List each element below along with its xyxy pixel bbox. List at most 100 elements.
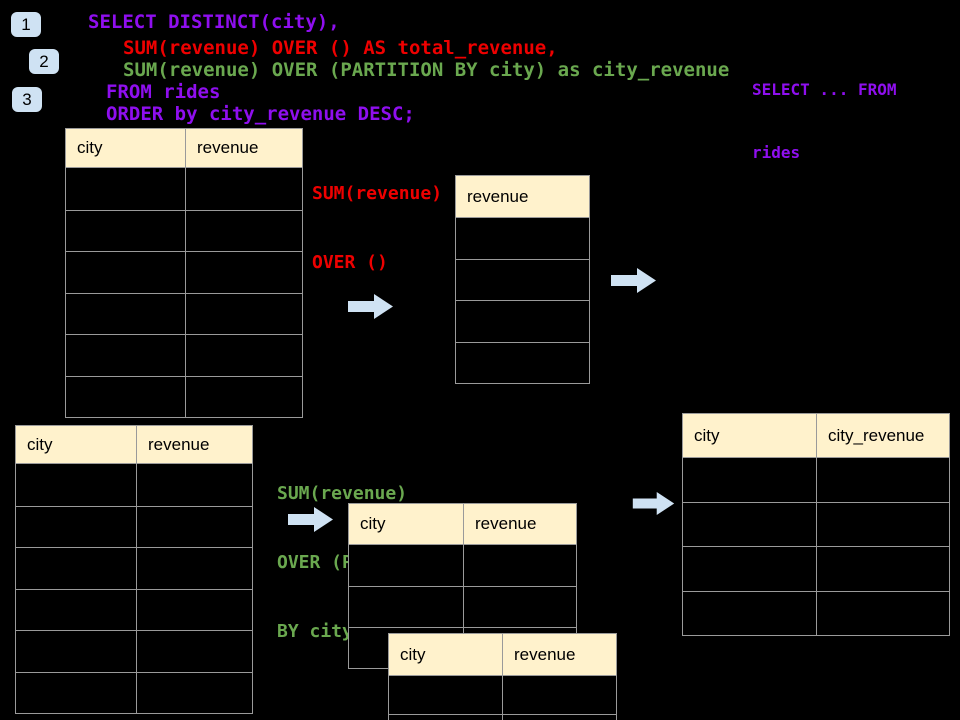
table-row [16, 464, 252, 506]
table-cell [137, 673, 252, 714]
table-row [66, 168, 302, 210]
table-cell [186, 211, 302, 252]
sql-line-order: ORDER by city_revenue DESC; [106, 103, 415, 125]
annotation-line: OVER () [312, 252, 388, 273]
table-cell [186, 294, 302, 335]
column-header-city: city [389, 634, 503, 675]
table-cell [16, 506, 137, 547]
step-badge-3: 3 [12, 87, 42, 112]
sql-line-total: SUM(revenue) OVER () AS total_revenue, [123, 37, 558, 59]
table-row [456, 218, 589, 259]
table-row [66, 251, 302, 293]
table-cell [16, 548, 137, 589]
table-row [16, 505, 252, 548]
annotation-from-rides: SELECT ... FROM rides [752, 37, 897, 205]
column-header-city: city [349, 504, 464, 544]
table-row [456, 259, 589, 300]
annotation-line: rides [752, 143, 801, 162]
table-cell [137, 507, 252, 548]
table-header-row: city revenue [389, 634, 616, 676]
column-header-city-revenue: city_revenue [828, 425, 925, 445]
column-header-city: city [66, 129, 186, 167]
table-header-row: city revenue [16, 426, 252, 464]
table-cell [503, 676, 616, 714]
table-row [683, 458, 949, 503]
table-row [456, 341, 589, 383]
table-cell [66, 210, 186, 251]
table-cell [456, 260, 589, 300]
table-cell [186, 335, 302, 376]
table-cell [683, 458, 817, 503]
sql-line-from: FROM rides [106, 81, 221, 103]
table-cell [683, 547, 817, 591]
table-cell [456, 343, 589, 383]
column-header-city: city [683, 414, 817, 457]
table-header-row: city city_revenue [683, 414, 949, 458]
table-cell [66, 168, 186, 210]
table-cell [186, 377, 302, 418]
column-header-city: city [16, 426, 137, 463]
table-row [349, 586, 576, 627]
table-row [389, 676, 616, 714]
table-row [389, 714, 616, 720]
table-cell [137, 590, 252, 631]
annotation-line: SUM(revenue) [277, 483, 408, 504]
annotation-total-revenue: SUM(revenue) OVER () [312, 136, 442, 320]
table-cell [683, 591, 817, 635]
table-cell [137, 548, 252, 589]
annotation-line: SELECT ... FROM [752, 80, 897, 99]
table-row [66, 292, 302, 335]
table-row [66, 334, 302, 376]
table-row [16, 547, 252, 589]
table-cell [817, 458, 949, 502]
table-cell [137, 464, 252, 506]
table-cell [186, 252, 302, 293]
arrow-right-icon [611, 268, 656, 293]
table-cell [817, 503, 949, 546]
table-cell [464, 587, 576, 627]
step-badge-1: 1 [11, 12, 41, 37]
source-table-top: city revenue [65, 128, 303, 418]
table-cell [389, 676, 503, 714]
source-table-bottom: city revenue [15, 425, 253, 714]
table-row [16, 588, 252, 631]
table-row [16, 630, 252, 672]
table-cell [503, 715, 616, 720]
arrow-right-icon [348, 294, 393, 319]
arrow-right-icon [632, 492, 675, 515]
sql-line-partition: SUM(revenue) OVER (PARTITION BY city) as… [123, 59, 730, 81]
step-badge-2: 2 [29, 49, 59, 74]
table-cell [66, 376, 186, 417]
table-header-row: revenue [456, 176, 589, 218]
table-cell [186, 168, 302, 210]
table-cell [16, 672, 137, 713]
column-header-revenue: revenue [467, 186, 529, 206]
table-cell [456, 218, 589, 259]
table-row [66, 375, 302, 418]
city-revenue-result-table: city city_revenue [682, 413, 950, 636]
table-cell [683, 503, 817, 547]
table-cell [16, 631, 137, 672]
table-cell [389, 715, 503, 720]
partition-table-front: city revenue [388, 633, 617, 720]
column-header-revenue: revenue [148, 434, 210, 454]
sql-line-select: SELECT DISTINCT(city), [88, 11, 340, 33]
table-row [456, 300, 589, 341]
table-row [349, 545, 576, 586]
table-cell [456, 301, 589, 341]
table-header-row: city revenue [66, 129, 302, 168]
table-cell [137, 631, 252, 672]
table-cell [16, 589, 137, 630]
table-row [683, 502, 949, 547]
table-cell [66, 335, 186, 376]
table-cell [349, 587, 464, 627]
table-cell [66, 252, 186, 293]
table-row [683, 590, 949, 635]
table-row [16, 671, 252, 714]
arrow-right-icon [288, 507, 333, 532]
table-header-row: city revenue [349, 504, 576, 545]
column-header-revenue: revenue [475, 514, 537, 533]
table-row [683, 546, 949, 591]
column-header-revenue: revenue [514, 644, 576, 664]
